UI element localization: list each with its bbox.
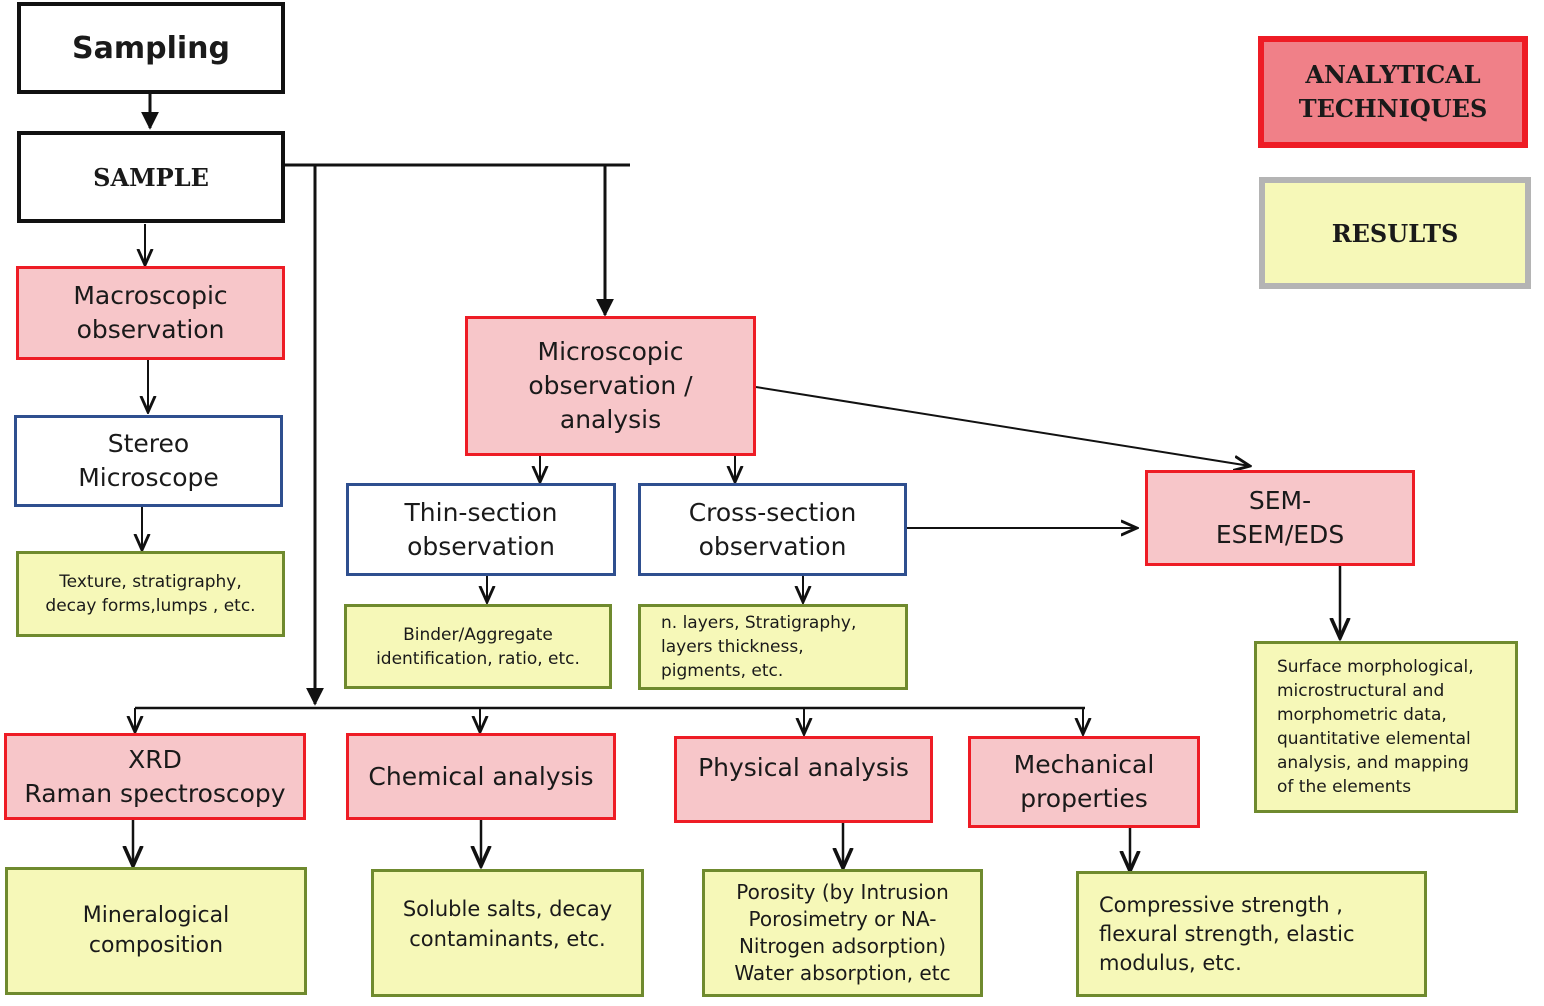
node-cross-section-observation: Cross-section observation: [638, 483, 907, 576]
node-microscopic-observation: Microscopic observation / analysis: [465, 316, 756, 456]
node-stereo-microscope: Stereo Microscope: [14, 415, 283, 507]
legend-results: RESULTS: [1259, 177, 1531, 289]
node-thin-section-observation: Thin-section observation: [346, 483, 616, 576]
result-compressive-strength: Compressive strength , flexural strength…: [1076, 871, 1427, 997]
node-mechanical-properties: Mechanical properties: [968, 736, 1200, 828]
node-physical-analysis: Physical analysis: [674, 736, 933, 823]
node-sem-esem-eds: SEM- ESEM/EDS: [1145, 470, 1415, 566]
node-sample: SAMPLE: [17, 131, 285, 223]
result-soluble-salts: Soluble salts, decay contaminants, etc.: [371, 869, 644, 997]
node-macroscopic-observation: Macroscopic observation: [16, 266, 285, 360]
result-mineralogical-composition: Mineralogical composition: [5, 867, 307, 995]
result-layers: n. layers, Stratigraphy, layers thicknes…: [638, 604, 908, 690]
result-binder-aggregate: Binder/Aggregate identification, ratio, …: [344, 604, 612, 689]
result-texture: Texture, stratigraphy, decay forms,lumps…: [16, 551, 285, 637]
result-surface-morphological: Surface morphological, microstructural a…: [1254, 641, 1518, 813]
legend-techniques: ANALYTICAL TECHNIQUES: [1258, 36, 1528, 148]
node-sampling: Sampling: [17, 2, 285, 94]
result-porosity: Porosity (by Intrusion Porosimetry or NA…: [702, 869, 983, 997]
node-chemical-analysis: Chemical analysis: [346, 733, 616, 820]
node-xrd-raman: XRD Raman spectroscopy: [4, 733, 306, 820]
arrow-microscopic-sem: [755, 386, 1250, 466]
